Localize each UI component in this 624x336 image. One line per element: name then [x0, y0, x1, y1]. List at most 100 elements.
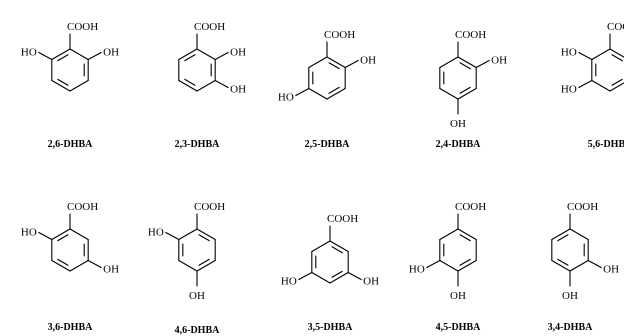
- cooh-label: COOH: [327, 213, 358, 225]
- benzene-ring: [426, 213, 477, 287]
- double-bond-inner: [459, 234, 471, 242]
- ring-bond: [439, 87, 459, 100]
- ring-bond: [178, 228, 198, 241]
- ring-bond: [51, 259, 71, 272]
- cooh-label: COOH: [455, 201, 486, 213]
- compound-name: 2,5-DHBA: [305, 139, 351, 150]
- substituent-bond: [578, 51, 593, 61]
- structure-5-6-dhba: COOH HO HO 5,6-DHBA: [561, 21, 624, 150]
- oh-label-lower-right: OH: [230, 84, 246, 96]
- substituent-bond: [165, 231, 180, 241]
- ring-bond: [196, 259, 216, 272]
- substituent-bond: [38, 51, 53, 61]
- structure-2-6-dhba: COOH HO OH 2,6-DHBA: [21, 21, 119, 150]
- substituent-bond: [87, 51, 102, 61]
- ring-bond: [329, 240, 349, 253]
- benzene-ring: [38, 213, 102, 272]
- oh-label-lower-right: OH: [363, 276, 379, 288]
- benzene-ring: [295, 41, 359, 100]
- cooh-label: COOH: [607, 21, 624, 33]
- ring-bond: [311, 271, 331, 284]
- double-bond-inner: [198, 258, 210, 266]
- double-bond-inner: [198, 234, 210, 242]
- benzene-ring: [439, 41, 490, 115]
- structure-3-6-dhba: COOH HO OH 3,6-DHBA: [21, 201, 119, 333]
- substituent-bond: [214, 79, 229, 89]
- ring-bond: [178, 48, 198, 61]
- ring-bond: [326, 56, 346, 69]
- oh-label-bottom: OH: [562, 290, 578, 302]
- double-bond-inner: [459, 86, 471, 94]
- compound-name: 2,4-DHBA: [436, 139, 482, 150]
- benzene-ring: [165, 213, 216, 287]
- double-bond-inner: [611, 54, 623, 62]
- benzene-ring: [38, 33, 102, 92]
- ring-bond: [69, 228, 89, 241]
- cooh-label: COOH: [567, 201, 598, 213]
- double-bond-inner: [184, 54, 196, 62]
- ring-bond: [591, 48, 611, 61]
- benzene-ring: [551, 213, 602, 287]
- ring-bond: [329, 271, 349, 284]
- oh-label-bottom: OH: [450, 118, 466, 130]
- double-bond-inner: [328, 62, 340, 70]
- ring-bond: [196, 79, 216, 92]
- cooh-label: COOH: [324, 29, 355, 41]
- ring-bond: [69, 79, 89, 92]
- ring-bond: [51, 79, 71, 92]
- substituent-bond: [578, 79, 593, 89]
- structure-2-4-dhba: COOH OH OH 2,4-DHBA: [436, 29, 507, 150]
- ring-bond: [69, 48, 89, 61]
- cooh-label: COOH: [194, 21, 225, 33]
- ring-bond: [457, 87, 477, 100]
- double-bond-inner: [611, 78, 623, 86]
- ring-bond: [609, 48, 624, 58]
- ring-bond: [439, 56, 459, 69]
- substituent-bond: [298, 271, 313, 281]
- compound-name: 5,6-DHBA: [588, 139, 624, 150]
- ring-bond: [457, 259, 477, 272]
- ho-label-upper-left: HO: [21, 227, 37, 239]
- structure-2-5-dhba: COOH OH HO 2,5-DHBA: [278, 29, 376, 150]
- double-bond-inner: [57, 258, 69, 266]
- ring-bond: [326, 87, 346, 100]
- benzene-ring: [578, 33, 624, 92]
- ho-label-lower-left: HO: [278, 92, 294, 104]
- ho-label-lower-left: HO: [409, 264, 425, 276]
- ring-bond: [591, 79, 611, 92]
- compound-name: 3,4-DHBA: [548, 322, 594, 333]
- ring-bond: [609, 82, 624, 92]
- ho-label-upper-left: HO: [21, 47, 37, 59]
- ring-bond: [196, 48, 216, 61]
- substituent-bond: [426, 259, 441, 269]
- double-bond-inner: [57, 78, 69, 86]
- structure-3-5-dhba: COOH HO OH 3,5-DHBA: [281, 213, 379, 333]
- substituent-bond: [344, 59, 359, 69]
- oh-label-upper-right: OH: [230, 47, 246, 59]
- oh-label-bottom: OH: [450, 290, 466, 302]
- oh-label-lower-right: OH: [603, 264, 619, 276]
- oh-label-lower-right: OH: [103, 264, 119, 276]
- cooh-label: COOH: [67, 21, 98, 33]
- double-bond-inner: [557, 258, 569, 266]
- oh-label-bottom: OH: [189, 290, 205, 302]
- double-bond-inner: [459, 62, 471, 70]
- substituent-bond: [214, 51, 229, 61]
- ring-bond: [439, 259, 459, 272]
- ring-bond: [569, 259, 589, 272]
- ring-bond: [178, 79, 198, 92]
- structure-4-5-dhba: COOH HO OH 4,5-DHBA: [409, 201, 486, 333]
- ho-label-lower-left: HO: [281, 276, 297, 288]
- cooh-label: COOH: [67, 201, 98, 213]
- oh-label-upper-right: OH: [491, 55, 507, 67]
- ho-label-upper-left: HO: [148, 227, 164, 239]
- compound-name: 3,5-DHBA: [308, 322, 354, 333]
- double-bond-inner: [331, 270, 343, 278]
- substituent-bond: [475, 59, 490, 69]
- double-bond-inner: [557, 234, 569, 242]
- structure-3-4-dhba: COOH OH OH 3,4-DHBA: [548, 201, 619, 333]
- ho-label-upper-left: HO: [561, 47, 577, 59]
- ring-bond: [457, 56, 477, 69]
- ring-bond: [311, 240, 331, 253]
- double-bond-inner: [331, 246, 343, 254]
